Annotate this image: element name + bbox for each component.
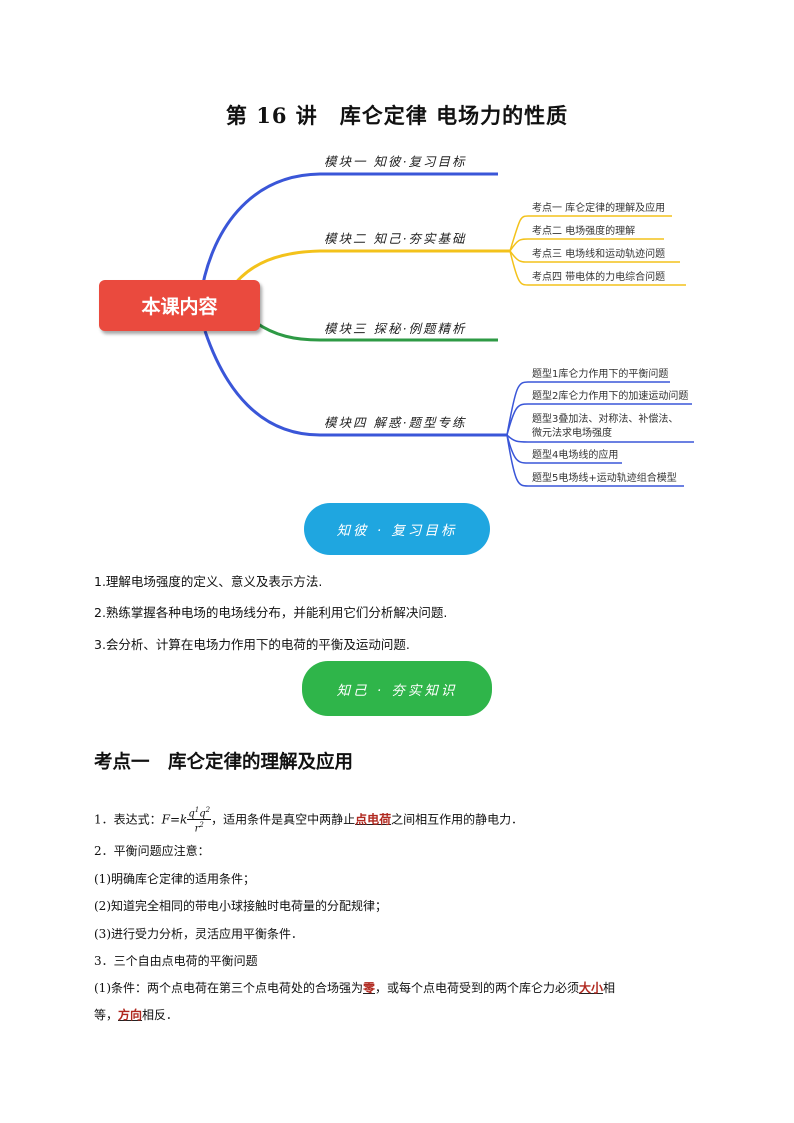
basics-banner: 知己 · 夯实知识 [302, 661, 492, 716]
mindmap-sub-item: 题型3叠加法、对称法、补偿法、 [532, 414, 679, 425]
mindmap-branch-2: 模块二 知己·夯实基础 [324, 231, 467, 246]
mindmap-branch-1: 模块一 知彼·复习目标 [324, 154, 467, 169]
mindmap-sub-item: 题型4电场线的应用 [532, 450, 619, 461]
paragraph-3: (1)明确库仑定律的适用条件； [94, 872, 255, 886]
goals-banner: 知彼 · 复习目标 [304, 503, 490, 555]
paragraph-6: 3．三个自由点电荷的平衡问题 [94, 954, 258, 968]
goal-item: 3.会分析、计算在电场力作用下的电荷的平衡及运动问题. [94, 637, 410, 652]
section-heading: 考点一 库仑定律的理解及应用 [94, 752, 354, 773]
mindmap-sub-item: 考点三 电场线和运动轨迹问题 [532, 249, 666, 260]
paragraph-2: 2．平衡问题应注意： [94, 844, 210, 858]
mindmap-sub-item: 考点二 电场强度的理解 [532, 226, 636, 237]
mindmap-sub-item: 考点四 带电体的力电综合问题 [532, 272, 666, 283]
goal-item: 2.熟练掌握各种电场的电场线分布，并能利用它们分析解决问题. [94, 605, 448, 620]
mindmap-sub-item: 题型5电场线+运动轨迹组合模型 [532, 473, 677, 484]
mindmap-branch-3: 模块三 探秘·例题精析 [324, 321, 467, 336]
mindmap-branch-4: 模块四 解惑·题型专练 [324, 415, 467, 430]
paragraph-8: 等，方向相反． [94, 1008, 179, 1022]
mindmap-sub-item: 微元法求电场强度 [532, 428, 612, 439]
mindmap-center: 本课内容 [99, 280, 260, 331]
paragraph-4: (2)知道完全相同的带电小球接触时电荷量的分配规律； [94, 899, 388, 913]
mindmap-sub-item: 题型2库仑力作用下的加速运动问题 [532, 391, 689, 402]
page-title: 第 16 讲 库仑定律 电场力的性质 [225, 103, 569, 128]
goal-item: 1.理解电场强度的定义、意义及表示方法. [94, 574, 323, 589]
paragraph-5: (3)进行受力分析，灵活应用平衡条件． [94, 927, 303, 941]
mindmap-sub-item: 考点一 库仑定律的理解及应用 [532, 203, 666, 214]
mindmap-sub-item: 题型1库仑力作用下的平衡问题 [532, 369, 669, 380]
paragraph-7: (1)条件：两个点电荷在第三个点电荷处的合场强为零，或每个点电荷受到的两个库仑力… [94, 981, 616, 995]
